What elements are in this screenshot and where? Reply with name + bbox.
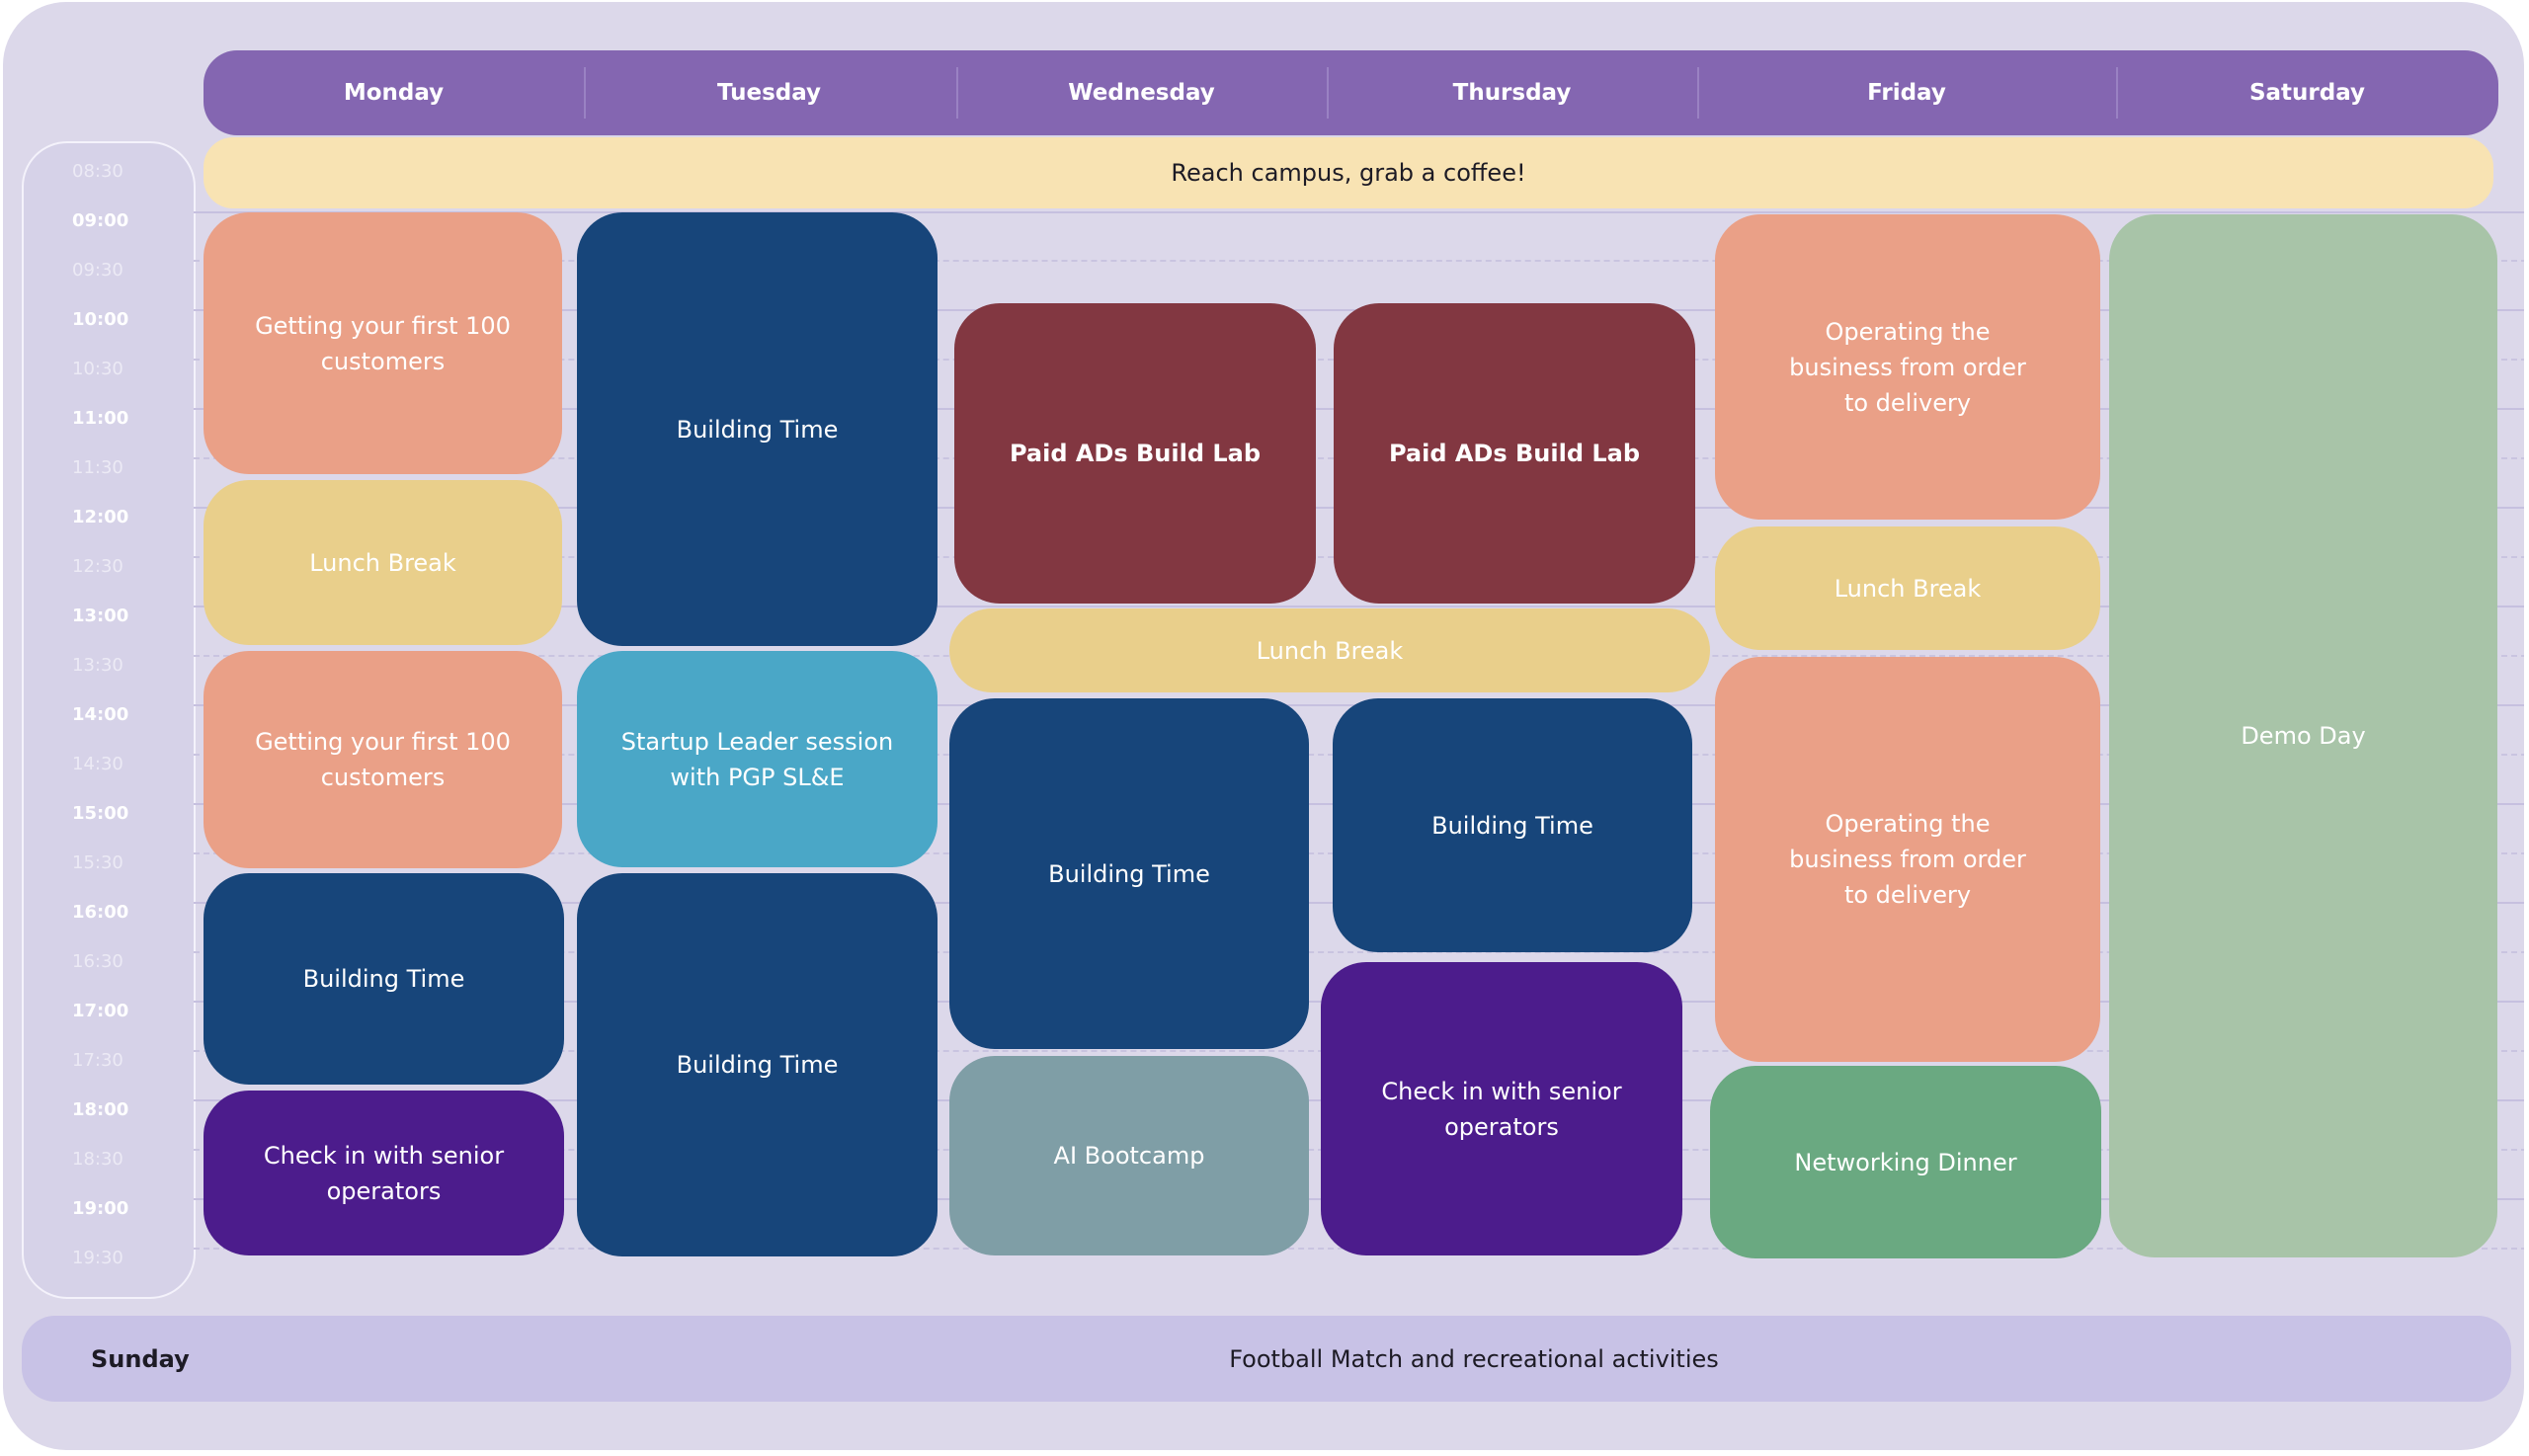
day-thursday: Thursday bbox=[1452, 80, 1572, 106]
time-label: 14:00 bbox=[72, 704, 129, 725]
divider bbox=[2116, 67, 2118, 119]
time-label: 17:30 bbox=[72, 1050, 123, 1071]
time-label: 13:30 bbox=[72, 655, 123, 676]
event-monday-building-time[interactable]: Building Time bbox=[204, 873, 564, 1085]
time-label: 17:00 bbox=[72, 1001, 129, 1021]
time-label: 15:00 bbox=[72, 803, 129, 824]
day-header: Monday Tuesday Wednesday Thursday Friday… bbox=[204, 50, 2498, 135]
event-wednesday-paid-ads[interactable]: Paid ADs Build Lab bbox=[954, 303, 1316, 604]
grid-line bbox=[194, 951, 2524, 953]
event-friday-operating-1[interactable]: Operating the business from order to del… bbox=[1715, 214, 2100, 520]
schedule-frame: Monday Tuesday Wednesday Thursday Friday… bbox=[3, 2, 2524, 1450]
time-label: 19:30 bbox=[72, 1248, 123, 1268]
time-label: 14:30 bbox=[72, 754, 123, 774]
event-tuesday-building-time-1[interactable]: Building Time bbox=[577, 212, 938, 646]
time-label: 12:30 bbox=[72, 556, 123, 577]
sunday-label: Sunday bbox=[91, 1344, 190, 1373]
event-friday-lunch[interactable]: Lunch Break bbox=[1715, 526, 2100, 650]
day-tuesday: Tuesday bbox=[716, 80, 822, 106]
event-wed-thu-lunch[interactable]: Lunch Break bbox=[949, 608, 1710, 692]
divider bbox=[1327, 67, 1329, 119]
sunday-activity: Football Match and recreational activiti… bbox=[1229, 1344, 1719, 1373]
time-label: 11:30 bbox=[72, 457, 123, 478]
time-column bbox=[22, 141, 196, 1299]
time-label: 16:30 bbox=[72, 951, 123, 972]
event-monday-customers-2[interactable]: Getting your first 100 customers bbox=[204, 651, 562, 868]
time-label: 10:00 bbox=[72, 309, 129, 330]
time-label: 16:00 bbox=[72, 902, 129, 923]
day-wednesday: Wednesday bbox=[1068, 80, 1215, 106]
time-label: 08:30 bbox=[72, 161, 123, 182]
coffee-banner[interactable]: Reach campus, grab a coffee! bbox=[204, 137, 2493, 208]
time-label: 09:00 bbox=[72, 210, 129, 231]
time-label: 10:30 bbox=[72, 359, 123, 379]
grid-line bbox=[194, 260, 2524, 262]
event-tuesday-building-time-2[interactable]: Building Time bbox=[577, 873, 938, 1256]
grid-line bbox=[194, 211, 2524, 213]
event-thursday-paid-ads[interactable]: Paid ADs Build Lab bbox=[1334, 303, 1695, 604]
event-monday-lunch[interactable]: Lunch Break bbox=[204, 480, 562, 645]
event-tuesday-startup-leader[interactable]: Startup Leader session with PGP SL&E bbox=[577, 651, 938, 867]
divider bbox=[956, 67, 958, 119]
time-label: 18:30 bbox=[72, 1149, 123, 1170]
event-monday-check-in[interactable]: Check in with senior operators bbox=[204, 1091, 564, 1255]
event-wednesday-ai-bootcamp[interactable]: AI Bootcamp bbox=[949, 1056, 1309, 1255]
divider bbox=[584, 67, 586, 119]
time-label: 13:00 bbox=[72, 606, 129, 626]
event-friday-operating-2[interactable]: Operating the business from order to del… bbox=[1715, 657, 2100, 1062]
event-saturday-demo-day[interactable]: Demo Day bbox=[2109, 214, 2497, 1257]
event-thursday-check-in[interactable]: Check in with senior operators bbox=[1321, 962, 1682, 1255]
event-thursday-building-time[interactable]: Building Time bbox=[1333, 698, 1692, 952]
sunday-bar[interactable]: Sunday Football Match and recreational a… bbox=[22, 1316, 2511, 1402]
day-friday: Friday bbox=[1867, 80, 1946, 106]
day-saturday: Saturday bbox=[2248, 80, 2366, 106]
time-label: 18:00 bbox=[72, 1099, 129, 1120]
time-label: 11:00 bbox=[72, 408, 129, 429]
time-label: 12:00 bbox=[72, 507, 129, 527]
event-friday-networking-dinner[interactable]: Networking Dinner bbox=[1710, 1066, 2101, 1258]
day-monday: Monday bbox=[343, 80, 445, 106]
divider bbox=[1697, 67, 1699, 119]
time-label: 09:30 bbox=[72, 260, 123, 281]
event-monday-customers-1[interactable]: Getting your first 100 customers bbox=[204, 212, 562, 474]
grid-line bbox=[194, 606, 2524, 607]
event-wednesday-building-time[interactable]: Building Time bbox=[949, 698, 1309, 1049]
time-label: 15:30 bbox=[72, 852, 123, 873]
time-label: 19:00 bbox=[72, 1198, 129, 1219]
